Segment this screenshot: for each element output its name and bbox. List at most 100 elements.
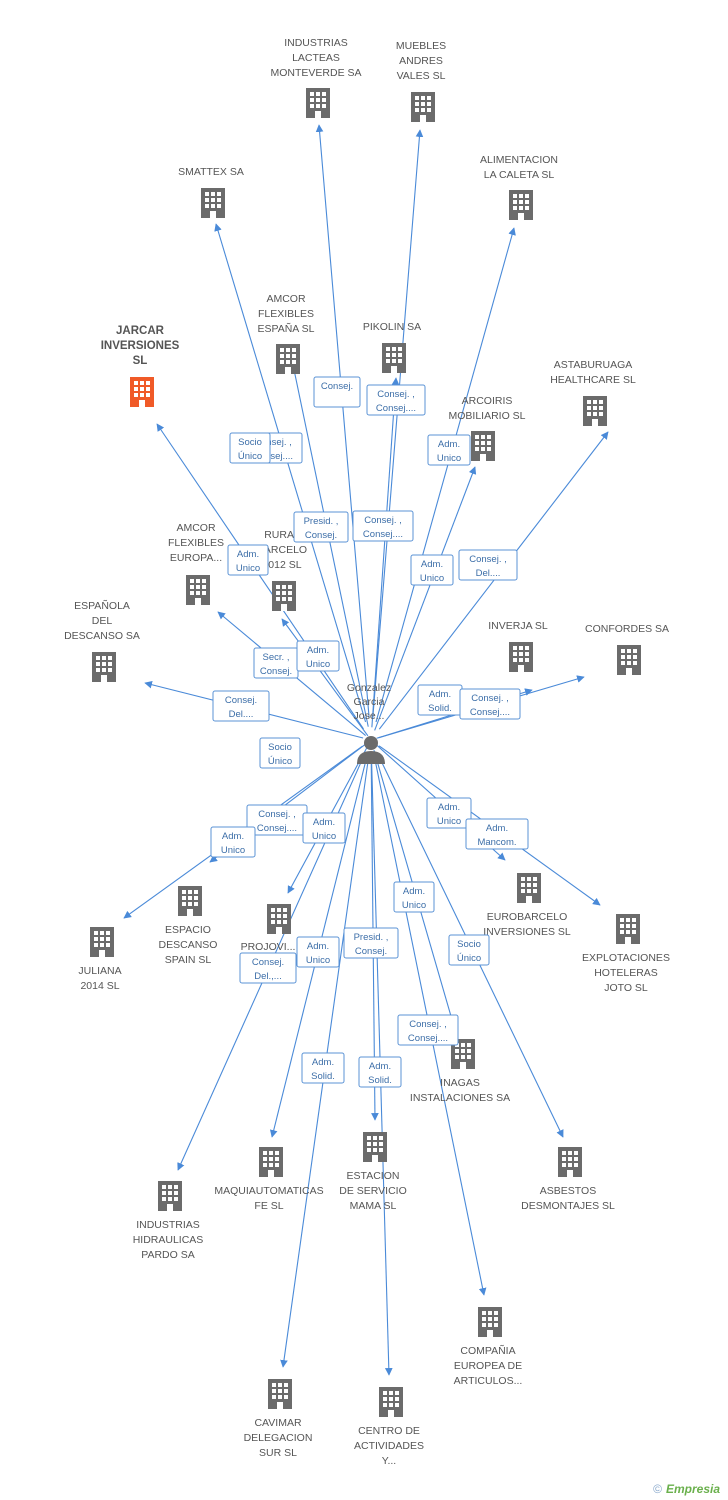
building-icon[interactable]	[558, 1147, 582, 1177]
relation-label[interactable]: Consej.Del....	[212, 690, 270, 722]
company-name[interactable]: SMATTEX SA	[178, 166, 244, 178]
relation-label[interactable]: Adm.Unico	[426, 797, 472, 829]
building-icon[interactable]	[178, 886, 202, 916]
relation-label[interactable]: Adm.Solid.	[417, 684, 463, 716]
building-icon[interactable]	[201, 188, 225, 218]
company-node-projovi[interactable]: PROJOVI...	[241, 904, 296, 953]
relation-label[interactable]: Adm.Mancom.	[465, 818, 529, 850]
company-node-inverja[interactable]: INVERJA SL	[488, 620, 548, 672]
relation-label[interactable]: Consej.	[313, 376, 361, 408]
relation-label[interactable]: Adm.Solid.	[358, 1056, 402, 1088]
company-name[interactable]: PIKOLIN SA	[363, 321, 421, 333]
building-icon[interactable]	[616, 914, 640, 944]
building-icon[interactable]	[90, 927, 114, 957]
building-icon[interactable]	[382, 343, 406, 373]
relation-label[interactable]: Adm.Unico	[410, 554, 454, 586]
relation-label[interactable]: Adm.Unico	[210, 826, 256, 858]
building-icon[interactable]	[517, 873, 541, 903]
building-icon[interactable]	[583, 396, 607, 426]
building-icon[interactable]	[130, 377, 154, 407]
relation-label[interactable]: Adm.Unico	[296, 640, 340, 672]
relation-label[interactable]: Adm.Unico	[296, 936, 340, 968]
relation-label[interactable]: Consej. ,Del....	[458, 549, 518, 581]
company-name[interactable]: CONFORDES SA	[585, 623, 669, 635]
company-node-smattex[interactable]: SMATTEX SA	[178, 166, 244, 218]
building-icon[interactable]	[379, 1387, 403, 1417]
building-icon[interactable]	[268, 1379, 292, 1409]
company-node-pikolin[interactable]: PIKOLIN SA	[363, 321, 421, 373]
relation-label[interactable]: Consej.Del.,...	[239, 952, 297, 984]
relation-label[interactable]: Consej. ,Consej....	[246, 804, 308, 836]
building-icon[interactable]	[617, 645, 641, 675]
relation-label[interactable]: Adm.Unico	[302, 812, 346, 844]
building-icon[interactable]	[267, 904, 291, 934]
relation-label[interactable]: Presid. ,Consej.	[293, 511, 349, 543]
company-name[interactable]: PROJOVI...	[241, 941, 296, 953]
relation-label[interactable]: Adm.Unico	[227, 544, 269, 576]
building-icon[interactable]	[259, 1147, 283, 1177]
building-icon[interactable]	[478, 1307, 502, 1337]
building-icon[interactable]	[272, 581, 296, 611]
relation-label[interactable]: Consej. ,Consej....	[352, 510, 414, 542]
relation-label[interactable]: Secr. ,Consej.	[253, 647, 299, 679]
building-icon[interactable]	[363, 1132, 387, 1162]
relation-label[interactable]: Adm.Unico	[427, 434, 471, 466]
relation-label[interactable]: Consej. ,Consej....	[459, 688, 521, 720]
building-icon[interactable]	[411, 92, 435, 122]
building-icon[interactable]	[186, 575, 210, 605]
building-icon[interactable]	[306, 88, 330, 118]
building-icon[interactable]	[276, 344, 300, 374]
building-icon[interactable]	[158, 1181, 182, 1211]
relation-label[interactable]: Presid. ,Consej.	[343, 927, 399, 959]
relation-label[interactable]: Consej. ,Consej....	[397, 1014, 459, 1046]
company-node-confordes[interactable]: CONFORDES SA	[585, 623, 669, 675]
building-icon[interactable]	[509, 642, 533, 672]
person-icon[interactable]	[357, 736, 385, 764]
relation-label[interactable]: Adm.Unico	[393, 881, 435, 913]
relation-label[interactable]: Consej. ,Consej....	[366, 384, 426, 416]
